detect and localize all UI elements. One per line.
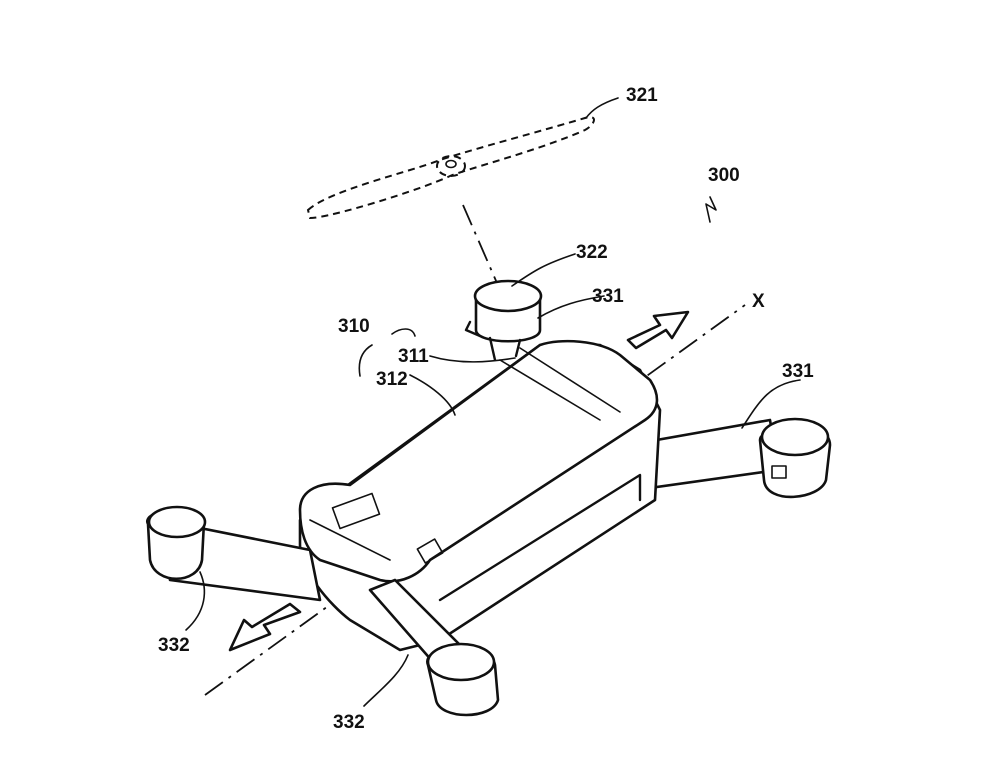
label-332-left: 332 xyxy=(158,635,190,656)
arm-front-bottom xyxy=(368,578,500,717)
propeller xyxy=(306,116,595,291)
drone-body xyxy=(298,339,662,652)
label-311: 311 xyxy=(398,346,429,367)
label-331-right: 331 xyxy=(782,361,814,382)
arrow-backward xyxy=(228,602,302,652)
label-322: 322 xyxy=(576,242,608,263)
arrow-forward xyxy=(626,310,690,350)
label-axis-x: X xyxy=(752,291,765,312)
motor-top xyxy=(464,279,543,362)
label-321: 321 xyxy=(626,85,658,106)
leader-lines xyxy=(185,97,801,707)
label-331-top: 331 xyxy=(592,286,624,307)
arm-front-left xyxy=(146,505,322,602)
label-300: 300 xyxy=(708,165,740,186)
label-332-bottom: 332 xyxy=(333,712,365,733)
label-310: 310 xyxy=(338,316,370,337)
label-312: 312 xyxy=(376,369,408,390)
